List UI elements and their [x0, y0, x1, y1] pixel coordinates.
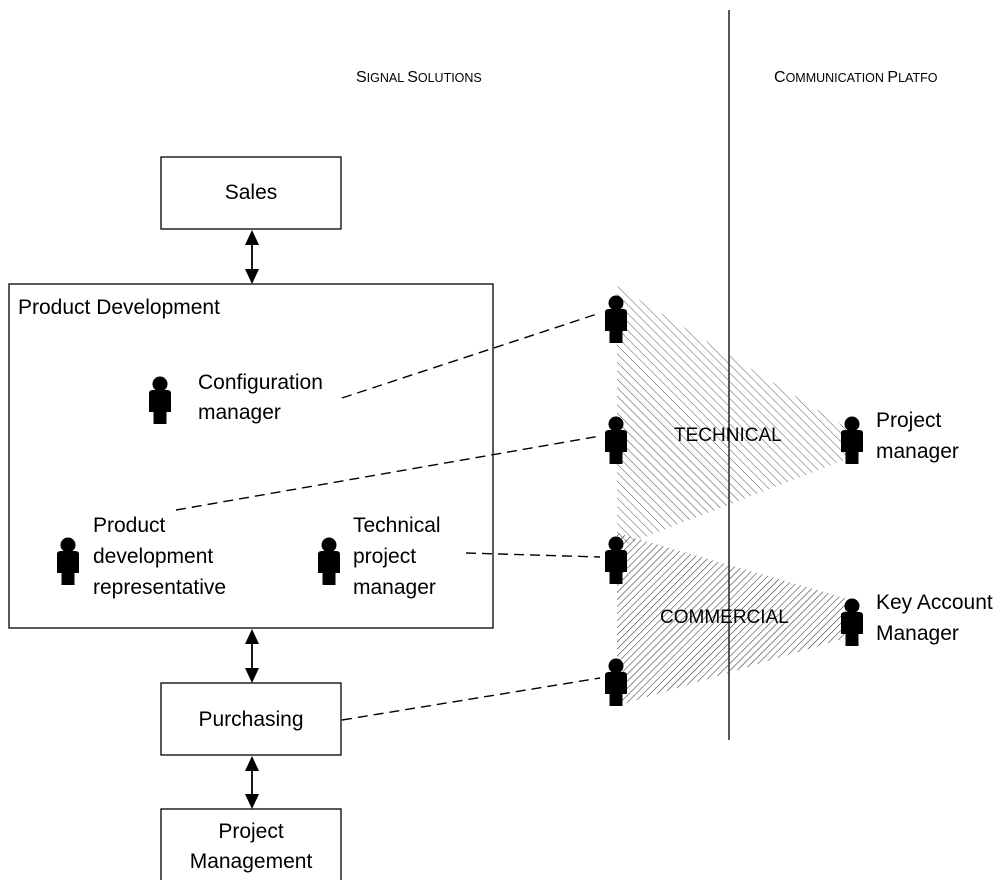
product-development-representative-label-line3: representative [93, 576, 226, 599]
purchasing-box [160, 682, 342, 756]
commercial-band-label: COMMERCIAL [660, 607, 789, 628]
product-development-purchasing-arrow [245, 629, 259, 683]
sales-label: Sales [225, 181, 278, 204]
project-manager-label-line2: manager [876, 440, 959, 463]
product-development-label: Product Development [18, 296, 220, 319]
technical-project-manager-label-line1: Technical [353, 514, 441, 537]
project-management-box [160, 808, 342, 880]
technical-band [617, 286, 850, 548]
communication-platform-heading: COMMUNICATION PLATFO [774, 69, 938, 86]
sales-box [160, 156, 342, 230]
technical-band-label: TECHNICAL [674, 425, 782, 446]
key-account-manager-label-line1: Key Account [876, 591, 993, 614]
product-development-representative-connection [175, 435, 601, 511]
key-account-manager-label-line2: Manager [876, 622, 959, 645]
technical-project-manager-label-line3: manager [353, 576, 436, 599]
sales-product-development-arrow [245, 230, 259, 284]
commercial-band [617, 533, 852, 706]
purchasing-label: Purchasing [198, 708, 303, 731]
project-management-label-line1: Project [218, 820, 284, 843]
product-development-representative-label-line2: development [93, 545, 213, 568]
purchasing-project-management-arrow [245, 756, 259, 809]
technical-project-manager-label-line2: project [353, 545, 416, 568]
configuration-manager-label-line1: Configuration [198, 371, 323, 394]
signal-solutions-heading: SIGNAL SOLUTIONS [356, 69, 482, 86]
technical-project-manager-connection [465, 552, 601, 558]
configuration-manager-connection [341, 312, 601, 399]
configuration-manager-label-line2: manager [198, 401, 281, 424]
purchasing-connection [341, 677, 601, 721]
product-development-representative-label-line1: Product [93, 514, 166, 537]
project-manager-label-line1: Project [876, 409, 942, 432]
project-management-label-line2: Management [190, 850, 313, 873]
product-development-box [8, 283, 494, 629]
